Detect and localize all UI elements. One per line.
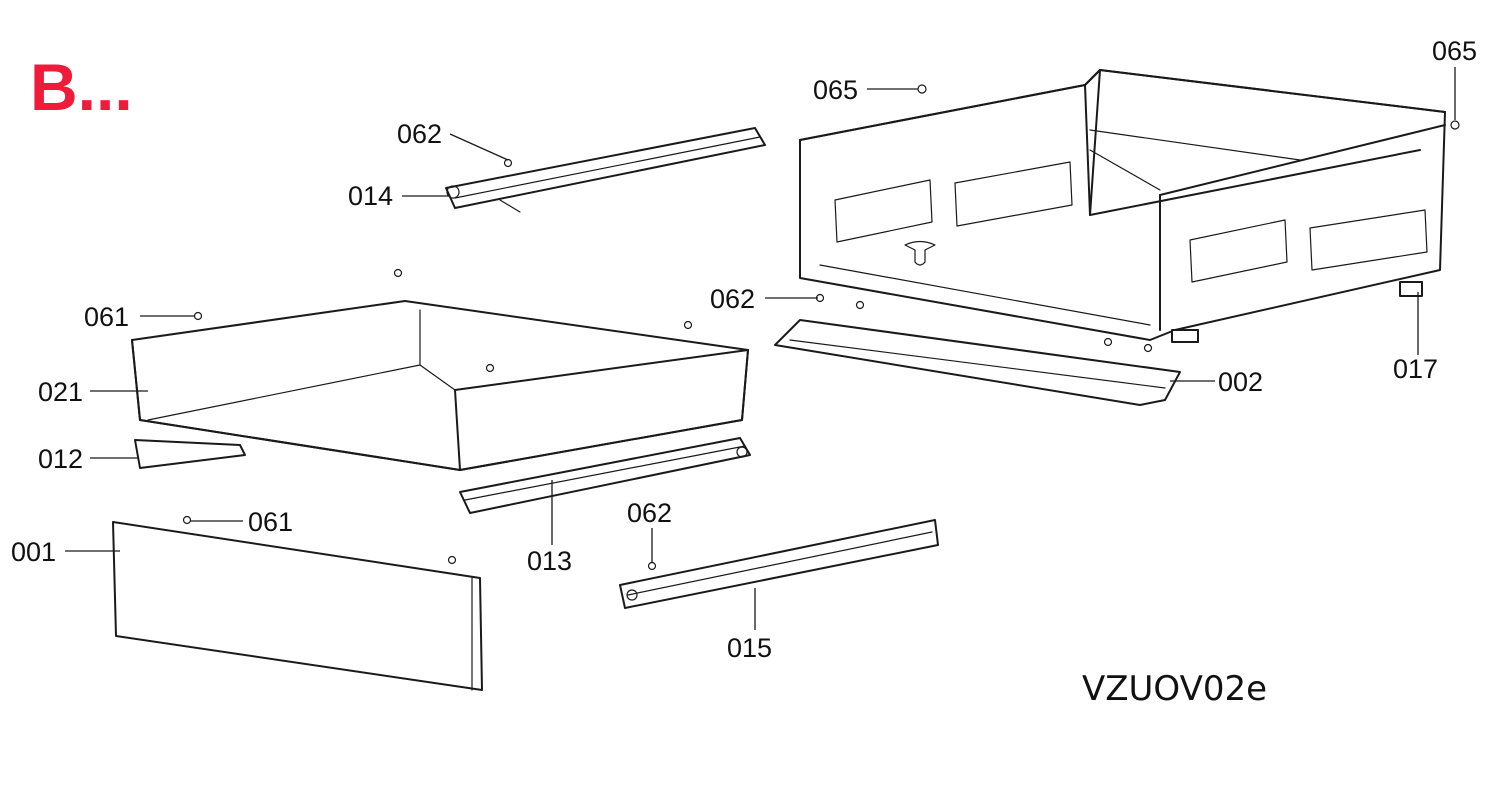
rail-013: [459, 437, 751, 514]
front-panel-001: [112, 515, 483, 691]
label-062-bottom: 062: [627, 498, 672, 528]
label-065-frame: 065: [813, 75, 858, 105]
label-062-top: 062: [397, 119, 442, 149]
label-061-drawer: 061: [84, 302, 129, 332]
rail-002: [774, 293, 1181, 406]
label-062-middle: 062: [710, 284, 755, 314]
label-017: 017: [1393, 354, 1438, 384]
rail-014: [445, 127, 766, 213]
label-012: 012: [38, 444, 83, 474]
label-021: 021: [38, 377, 83, 407]
label-015: 015: [727, 633, 772, 663]
label-061-panel: 061: [248, 507, 293, 537]
reference-code: VZUOV02e: [1082, 669, 1267, 709]
label-014: 014: [348, 181, 393, 211]
label-065-right: 065: [1432, 36, 1477, 66]
label-001: 001: [11, 537, 56, 567]
rail-012: [134, 439, 246, 469]
leader-lines: [65, 67, 1456, 630]
diagram-title: B...: [30, 50, 133, 124]
part-labels: 062 014 061 021 012 061 001 013 062 015 …: [11, 36, 1477, 663]
rail-015: [619, 519, 939, 609]
drawer-021: [131, 268, 749, 471]
foot-017: [1399, 281, 1423, 297]
label-013: 013: [527, 546, 572, 576]
label-002: 002: [1218, 367, 1263, 397]
housing-frame: [799, 69, 1460, 343]
